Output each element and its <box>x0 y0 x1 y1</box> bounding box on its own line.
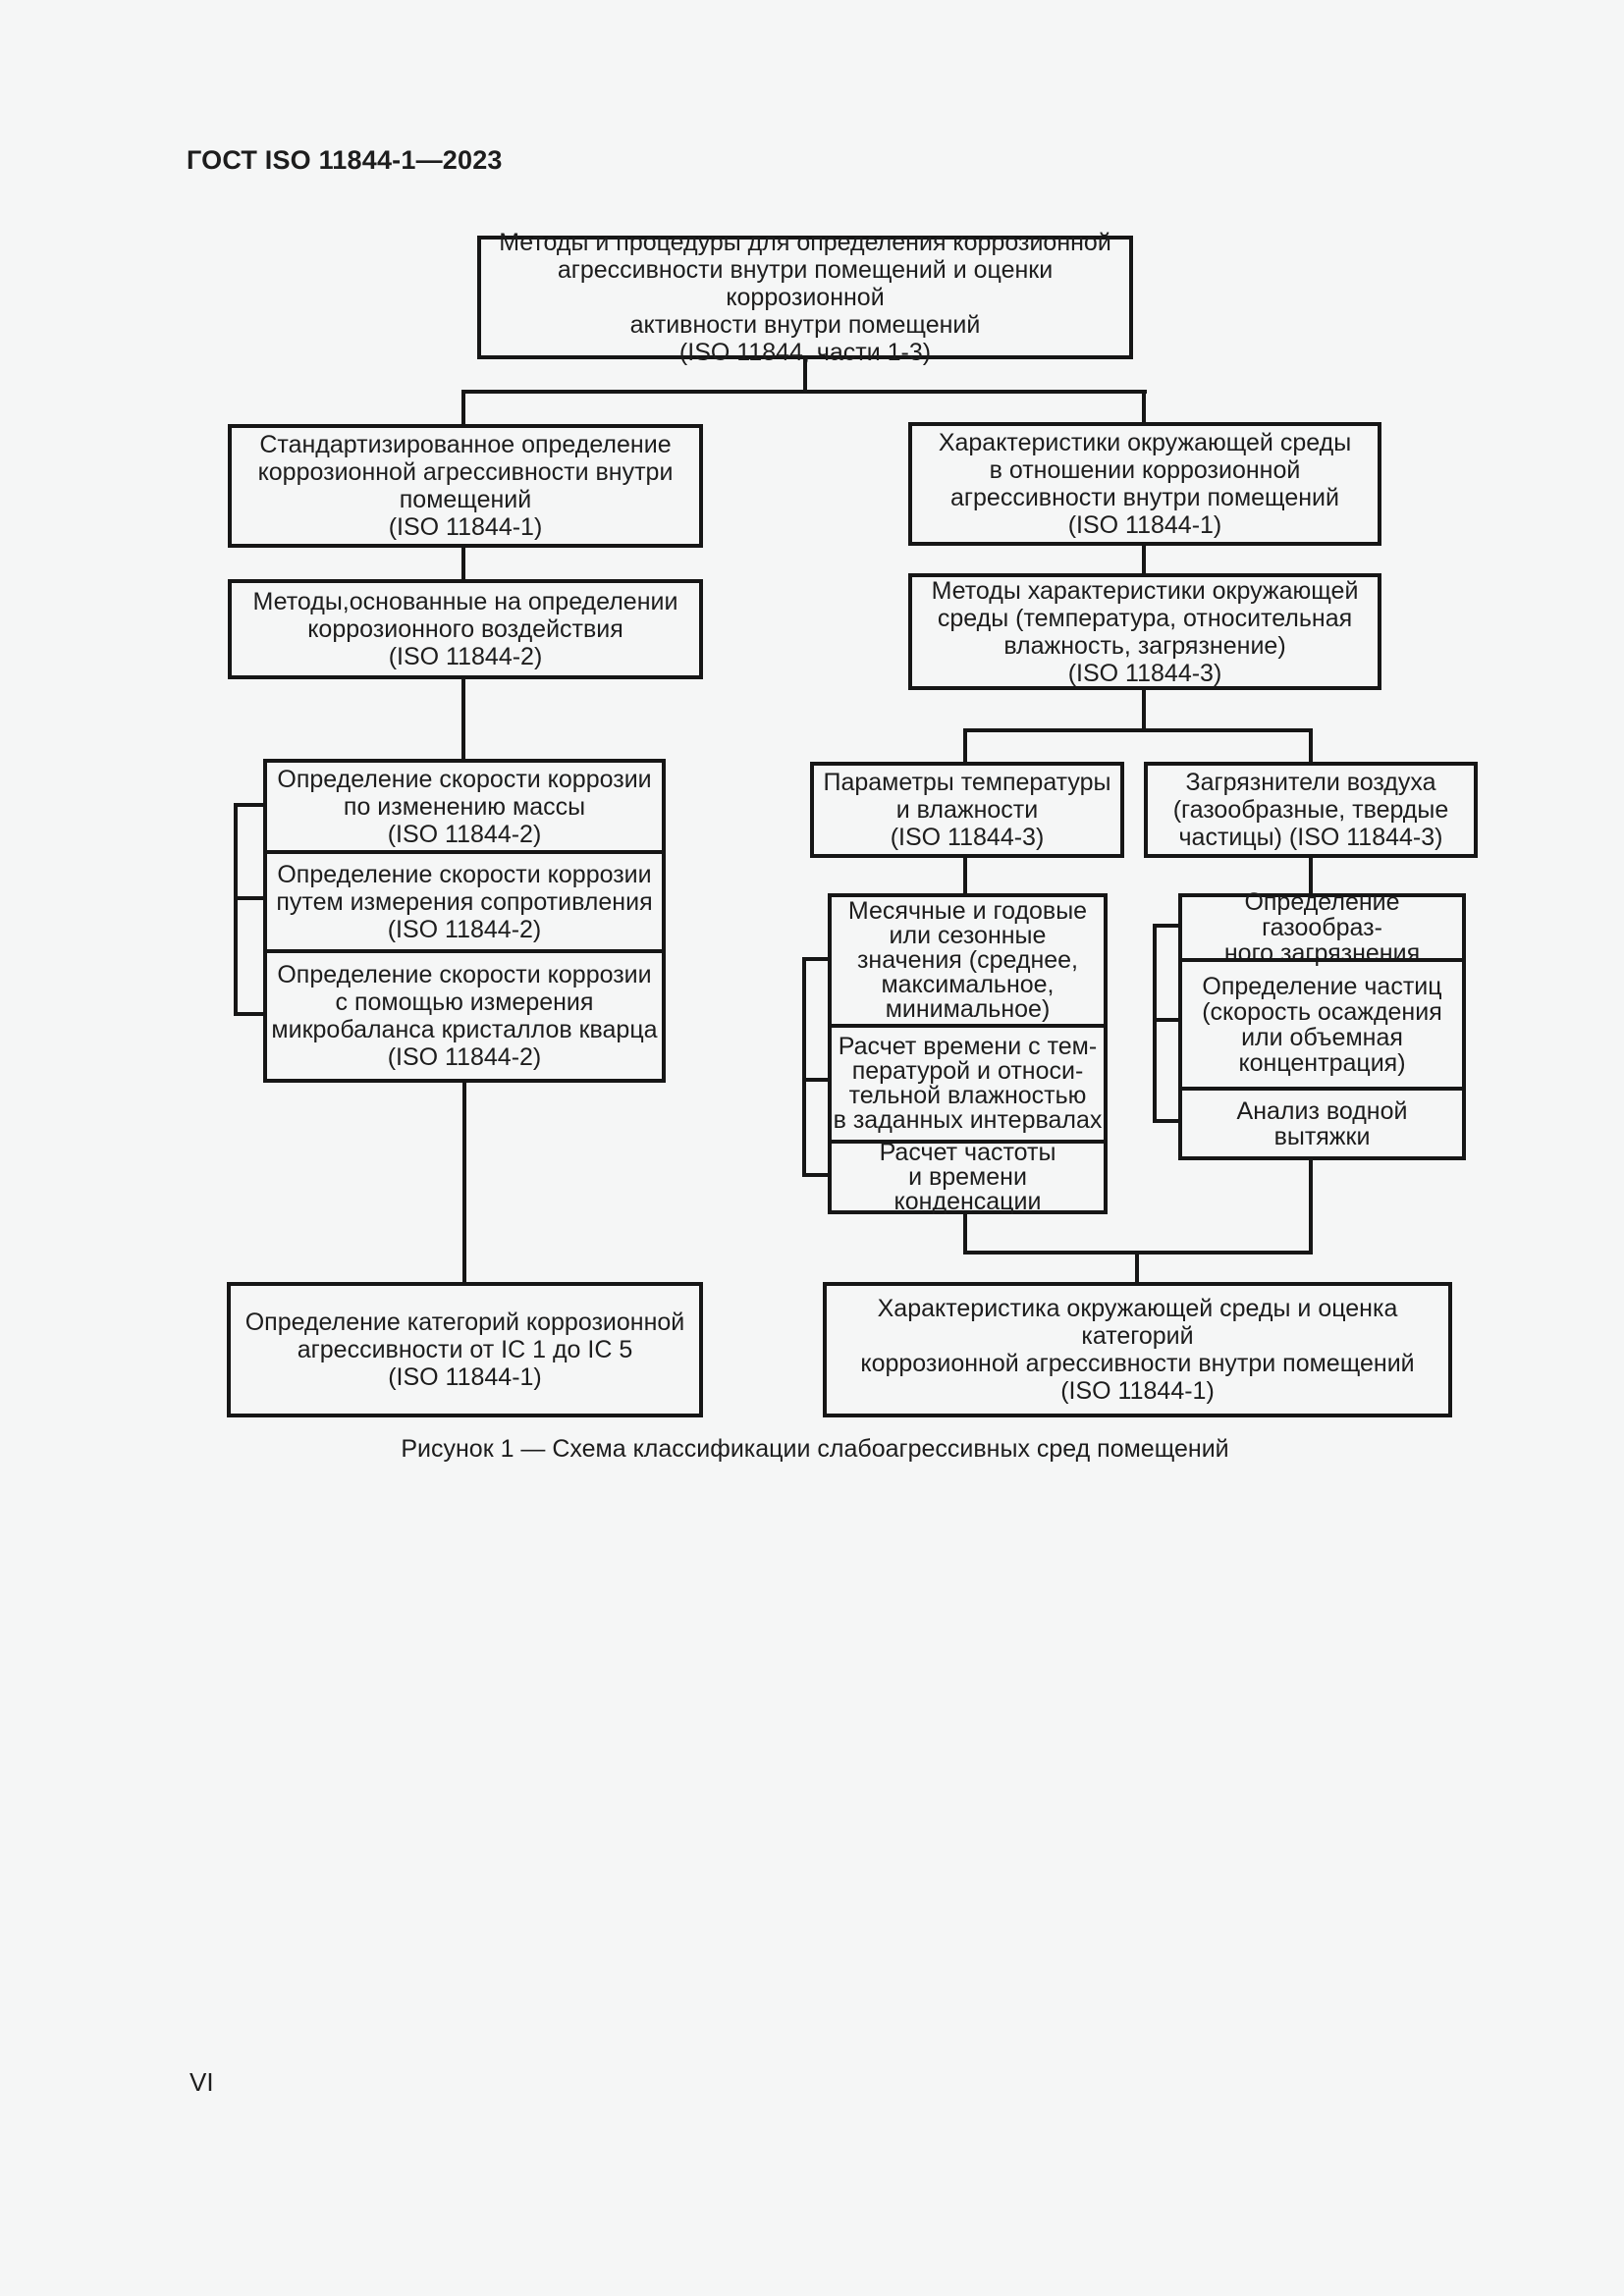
connector-top-split <box>461 390 1147 394</box>
bracket-left-stack <box>234 803 238 1016</box>
connector-environment-methods <box>1142 546 1146 573</box>
node-resistance-measurement: Определение скорости коррозии путем изме… <box>267 850 662 949</box>
bracket-right-stub-2 <box>1153 1018 1182 1022</box>
connector-to-standardized <box>461 390 465 426</box>
connector-rightstack-down <box>1309 1160 1313 1255</box>
stack-corrosion-rate-methods: Определение скорости коррозии по изменен… <box>263 759 666 1083</box>
connector-methods-stack <box>461 679 465 759</box>
node-environment-characteristics: Характеристики окружающей среды в отноше… <box>908 422 1381 546</box>
bracket-middle-stub-2 <box>802 1078 832 1082</box>
stack-temperature-humidity-analysis: Месячные и годовые или сезонные значения… <box>828 893 1108 1214</box>
bracket-left-stub-3 <box>234 1012 267 1016</box>
node-temperature-humidity: Параметры температуры и влажности (ISO 1… <box>810 762 1124 858</box>
connector-to-categories <box>462 1083 466 1282</box>
connector-envmethods-down <box>1142 690 1146 728</box>
connector-to-pollutants <box>1309 728 1313 762</box>
node-gaseous-pollution: Определение газообраз- ного загрязнения <box>1223 888 1421 967</box>
bracket-middle-stub-3 <box>802 1173 832 1177</box>
node-root-methods-procedures: Методы и процедуры для определения корро… <box>477 229 1133 366</box>
document-header: ГОСТ ISO 11844-1—2023 <box>187 145 503 175</box>
node-environment-methods: Методы характеристики окружающей среды (… <box>908 573 1381 690</box>
bracket-middle-stack <box>802 957 806 1177</box>
node-quartz-microbalance: Определение скорости коррозии с помощью … <box>267 949 662 1079</box>
bracket-left-stub-1 <box>234 803 267 807</box>
bracket-middle-stub-1 <box>802 957 832 961</box>
node-corrosion-attack-methods: Методы,основанные на определении коррози… <box>228 579 703 679</box>
node-monthly-yearly-values: Месячные и годовые или сезонные значения… <box>847 897 1088 1023</box>
node-standardized-determination: Стандартизированное определение коррозио… <box>228 424 703 548</box>
connector-to-temperature <box>963 728 967 762</box>
figure-caption: Рисунок 1 — Схема классификации слабоагр… <box>401 1435 1229 1463</box>
bracket-right-stub-1 <box>1153 924 1182 928</box>
node-mass-loss: Определение скорости коррозии по изменен… <box>277 765 652 848</box>
node-environment-assessment: Характеристика окружающей среды и оценка… <box>823 1282 1452 1417</box>
connector-standardized-methods <box>461 548 465 579</box>
connector-pollutants-stack <box>1309 858 1313 895</box>
stack-pollutant-analysis: Определение газообраз- ного загрязнения … <box>1178 888 1466 1160</box>
connector-temperature-stack <box>963 858 967 895</box>
connector-root-down <box>803 358 807 392</box>
node-particles-determination: Определение частиц (скорость осаждения и… <box>1182 958 1462 1087</box>
node-corrosivity-categories: Определение категорий коррозионной агрес… <box>227 1282 703 1417</box>
connector-env-split <box>963 728 1313 732</box>
node-condensation-calculation: Расчет частоты и времени конденсации <box>832 1140 1104 1213</box>
connector-to-assessment <box>1135 1251 1139 1282</box>
node-water-extract-analysis: Анализ водной вытяжки <box>1182 1087 1462 1156</box>
bracket-left-stub-2 <box>234 896 267 900</box>
node-air-pollutants: Загрязнители воздуха (газообразные, твер… <box>1144 762 1478 858</box>
connector-midstack-down <box>963 1214 967 1255</box>
bracket-right-stack <box>1153 924 1157 1123</box>
page-number: VI <box>189 2067 214 2097</box>
connector-to-environment <box>1142 390 1146 424</box>
bracket-right-stub-3 <box>1153 1119 1182 1123</box>
node-time-temperature-humidity: Расчет времени с тем- пературой и относи… <box>832 1024 1104 1140</box>
